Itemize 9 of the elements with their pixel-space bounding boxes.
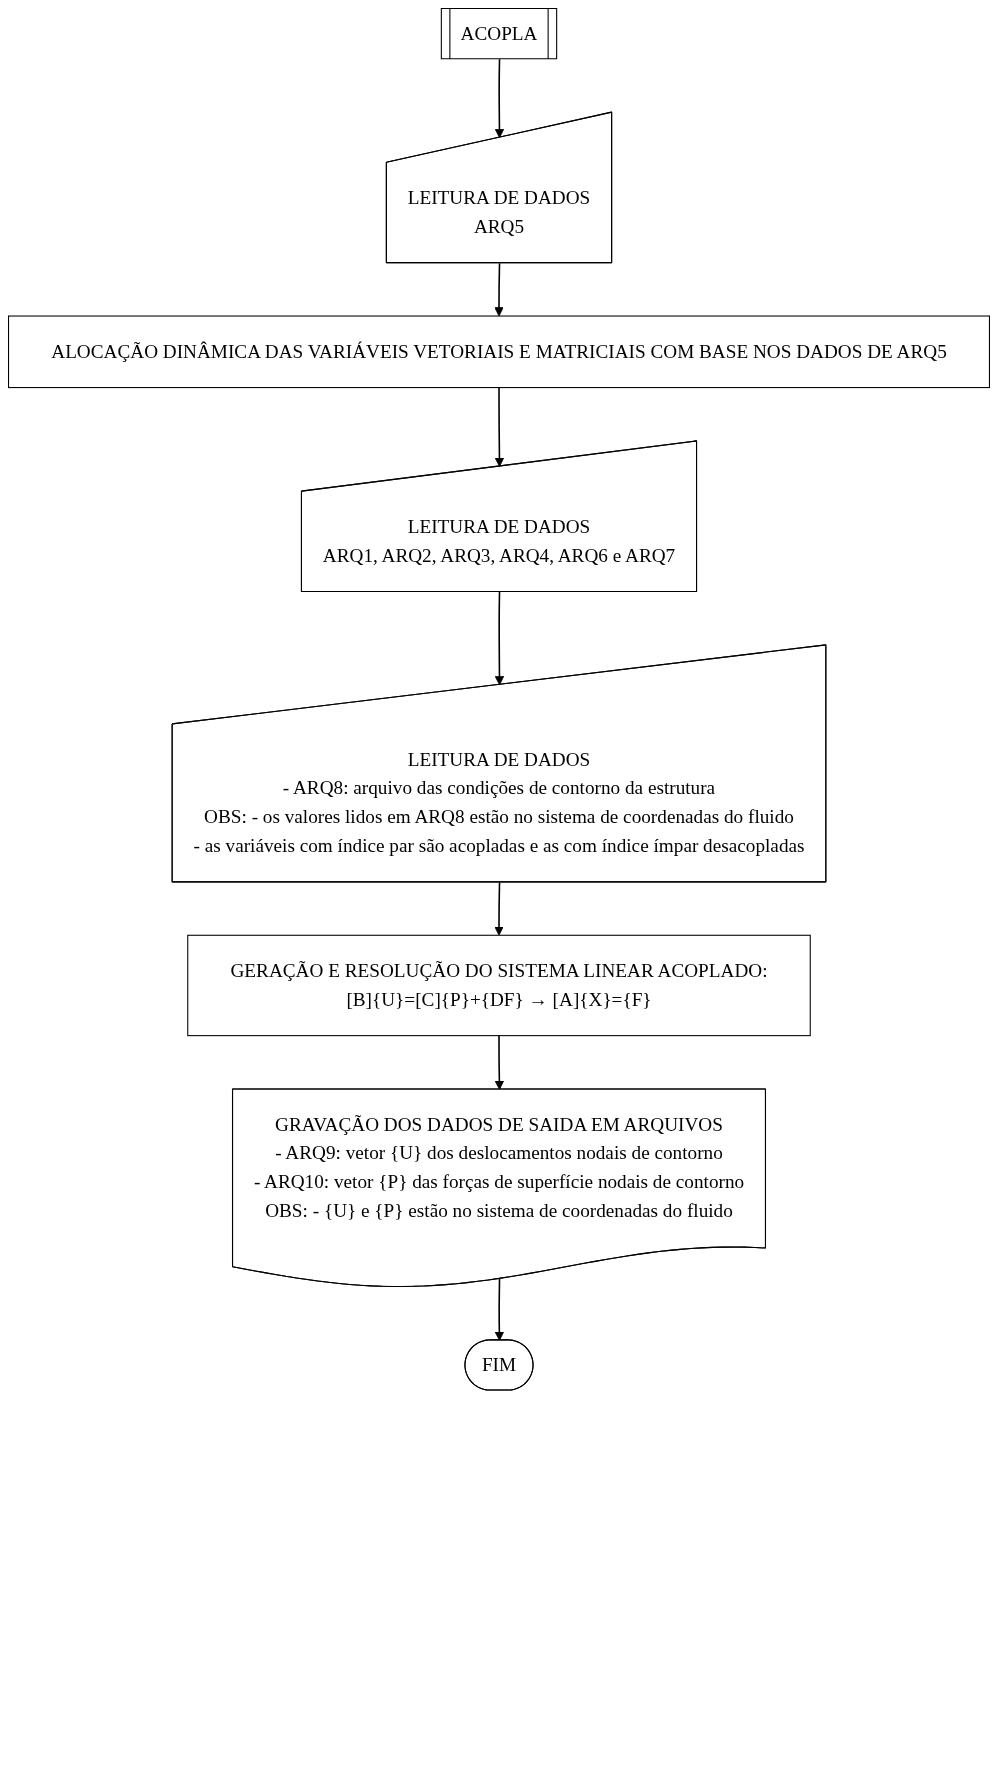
arrow (494, 881, 504, 936)
arrow (494, 591, 505, 686)
arrow (494, 386, 505, 467)
arrow (494, 1034, 505, 1090)
arrow (494, 1278, 505, 1341)
arrow (494, 58, 505, 139)
node-box: ALOCAÇÃO DINÂMICA DAS VARIÁVEIS VETORIAIS E MATRICIAIS COM BASE NOS DADOS DE ARQ5 (8, 315, 990, 389)
arrow (494, 262, 504, 317)
node-box: GERAÇÃO E RESOLUÇÃO DO SISTEMA LINEAR ACOPLADO: [B]{U}=[C]{P}+{DF} → [A]{X}={F} (187, 934, 811, 1037)
